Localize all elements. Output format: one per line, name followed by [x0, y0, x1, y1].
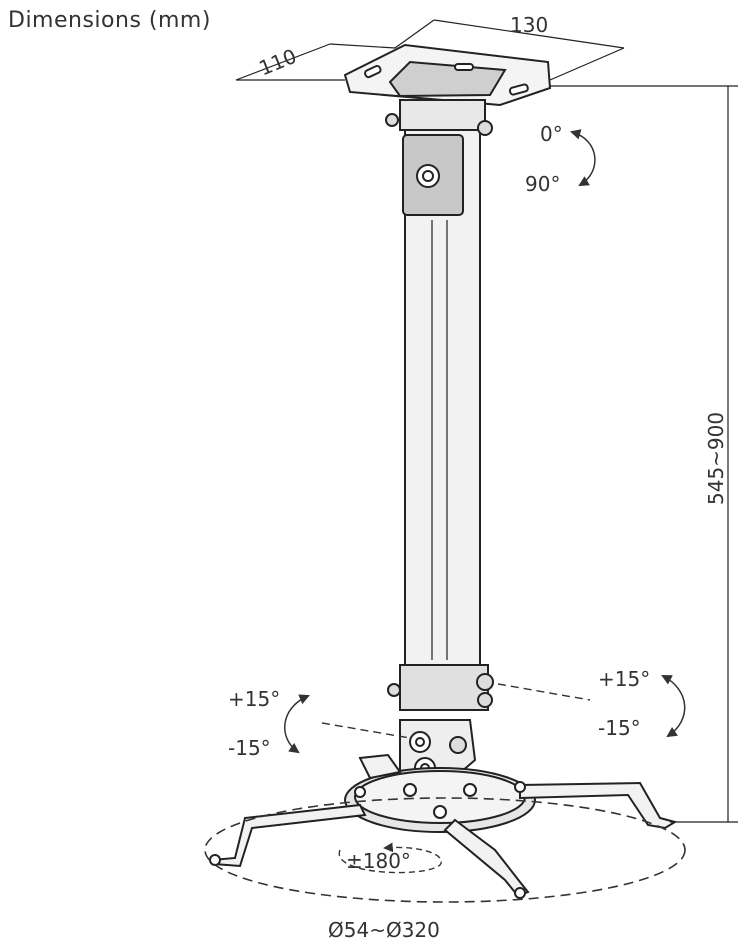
plate-depth-label: 110: [256, 44, 300, 81]
tilt-right-plus-label: +15°: [598, 667, 650, 691]
rotation-top-90-label: 90°: [525, 172, 560, 196]
spread-range-ellipse: [204, 797, 686, 903]
tilt-right-guide: [497, 683, 591, 701]
spider-base: [209, 753, 678, 899]
spread-range-label: Ø54~Ø320: [328, 918, 440, 942]
ceiling-plate: [343, 43, 552, 107]
plate-width-label: 130: [510, 13, 548, 37]
height-dimension-line: [550, 85, 738, 823]
tilt-arrow-right: [661, 675, 686, 738]
diagram-title: Dimensions (mm): [8, 8, 211, 33]
tilt-left-guide: [321, 722, 411, 739]
plate-dimension-lines: [235, 19, 625, 81]
rotation-top-0-label: 0°: [540, 122, 563, 146]
extension-pole: [385, 99, 494, 711]
swivel-label: ±180°: [346, 849, 411, 873]
tilt-right-minus-label: -15°: [598, 716, 641, 740]
tilt-arrow-left: [284, 694, 310, 754]
height-range-label: 545~900: [704, 412, 728, 505]
tilt-left-plus-label: +15°: [228, 687, 280, 711]
swivel-arrow: [338, 842, 443, 874]
tilt-left-minus-label: -15°: [228, 736, 271, 760]
rotation-arrow-top: [569, 129, 596, 187]
